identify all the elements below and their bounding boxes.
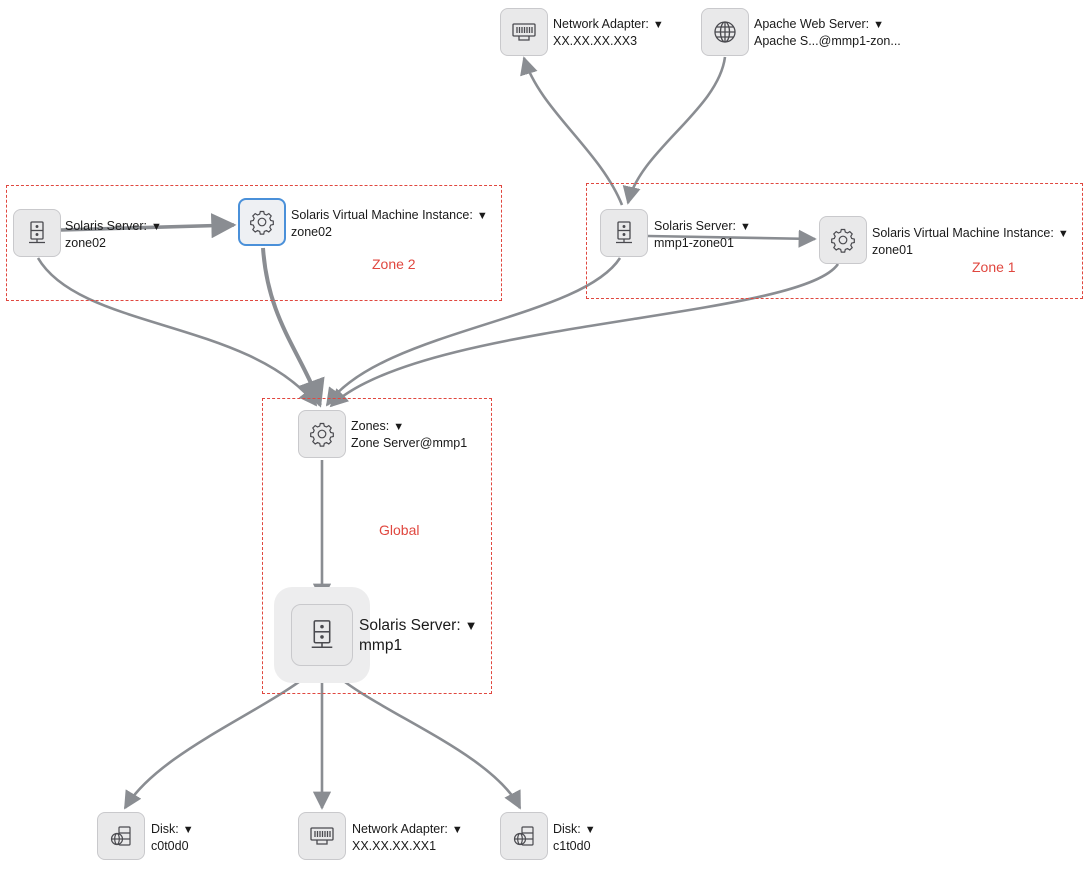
network-adapter-bottom-label[interactable]: Network Adapter:▼ XX.XX.XX.XX1	[352, 821, 463, 854]
network-adapter-icon	[512, 23, 536, 41]
network-adapter-icon	[310, 827, 334, 845]
dropdown-arrow-icon[interactable]: ▼	[182, 824, 194, 836]
gear-icon	[310, 422, 334, 447]
node-type: Solaris Server:	[359, 617, 461, 634]
global-zone-label: Global	[379, 522, 420, 538]
node-type: Solaris Virtual Machine Instance:	[291, 208, 473, 222]
solaris-server-mmp1-node[interactable]	[291, 604, 353, 666]
edge-mmp1-to-disk-c0	[123, 666, 319, 810]
svm-zone02-node[interactable]	[238, 198, 286, 246]
solaris-server-zone01-node[interactable]	[600, 209, 648, 257]
zones-label[interactable]: Zones:▼ Zone Server@mmp1	[351, 418, 467, 451]
apache-web-server-node[interactable]	[701, 8, 749, 56]
node-name: zone02	[291, 225, 333, 239]
edge-zone01-to-network-adapter-top	[520, 56, 624, 206]
zone-1-box	[586, 183, 1083, 299]
gear-icon	[250, 210, 274, 235]
edge-zone02-to-svm-zone02	[60, 213, 237, 239]
node-type: Disk:	[553, 822, 581, 836]
disk-c1t0d0-node[interactable]	[500, 812, 548, 860]
edge-mmp1-to-disk-c1	[326, 666, 522, 810]
dropdown-arrow-icon[interactable]: ▼	[873, 19, 884, 31]
dropdown-arrow-icon[interactable]: ▼	[150, 221, 162, 233]
zone-1-label: Zone 1	[972, 259, 1016, 275]
node-name: XX.XX.XX.XX1	[352, 839, 437, 853]
disk-c1t0d0-label[interactable]: Disk:▼ c1t0d0	[553, 821, 596, 854]
node-name: c1t0d0	[553, 839, 591, 853]
disk-icon	[513, 826, 534, 846]
dropdown-arrow-icon[interactable]: ▼	[476, 210, 488, 222]
edge-apache-to-zone01	[622, 56, 727, 205]
node-name: mmp1-zone01	[654, 236, 734, 250]
solaris-server-zone02-node[interactable]	[13, 209, 61, 257]
dropdown-arrow-icon[interactable]: ▼	[652, 19, 664, 31]
dropdown-arrow-icon[interactable]: ▼	[393, 421, 405, 433]
server-icon	[311, 620, 333, 648]
dropdown-arrow-icon[interactable]: ▼	[1057, 228, 1069, 240]
disk-icon	[110, 826, 131, 846]
dropdown-arrow-icon[interactable]: ▼	[584, 824, 596, 836]
zone-2-box	[6, 185, 502, 301]
solaris-server-zone01-label[interactable]: Solaris Server:▼ mmp1-zone01	[654, 218, 751, 251]
node-name: Apache S...@mmp1-zon...	[754, 34, 901, 48]
node-type: Network Adapter:	[553, 17, 649, 31]
node-type: Apache Web Server:	[754, 17, 870, 31]
edge-zone01-to-svm-zone01	[647, 229, 817, 248]
zone-2-label: Zone 2	[372, 256, 416, 272]
svm-zone01-label[interactable]: Solaris Virtual Machine Instance:▼ zone0…	[872, 225, 1069, 258]
network-adapter-top-label[interactable]: Network Adapter:▼ XX.XX.XX.XX3	[553, 16, 664, 49]
globe-icon	[714, 21, 736, 43]
global-zone-box	[262, 398, 492, 694]
node-type: Disk:	[151, 822, 179, 836]
server-icon	[29, 221, 45, 244]
solaris-server-zone02-label[interactable]: Solaris Server:▼ zone02	[65, 218, 162, 251]
dropdown-arrow-icon[interactable]: ▼	[451, 824, 463, 836]
gear-icon	[831, 228, 855, 253]
node-type: Solaris Server:	[65, 219, 147, 233]
svm-zone01-node[interactable]	[819, 216, 867, 264]
edge-svm-zone02-to-zones	[261, 247, 325, 408]
dropdown-arrow-icon[interactable]: ▼	[739, 221, 751, 233]
network-adapter-top-node[interactable]	[500, 8, 548, 56]
edge-zone01-to-zones	[325, 257, 622, 407]
node-type: Solaris Server:	[654, 219, 736, 233]
node-type: Zones:	[351, 419, 390, 433]
solaris-server-mmp1-label[interactable]: Solaris Server:▼ mmp1	[359, 616, 478, 656]
edge-svm-zone01-to-zones	[329, 263, 840, 408]
server-icon	[616, 221, 632, 244]
node-name: XX.XX.XX.XX3	[553, 34, 638, 48]
network-adapter-bottom-node[interactable]	[298, 812, 346, 860]
disk-c0t0d0-node[interactable]	[97, 812, 145, 860]
node-name: zone02	[65, 236, 107, 250]
node-name: mmp1	[359, 637, 403, 654]
node-name: Zone Server@mmp1	[351, 436, 468, 450]
node-type: Solaris Virtual Machine Instance:	[872, 226, 1054, 240]
apache-web-server-label[interactable]: Apache Web Server:▼ Apache S...@mmp1-zon…	[754, 16, 901, 49]
svm-zone02-label[interactable]: Solaris Virtual Machine Instance:▼ zone0…	[291, 207, 488, 240]
node-name: zone01	[872, 243, 914, 257]
zones-node[interactable]	[298, 410, 346, 458]
dropdown-arrow-icon[interactable]: ▼	[464, 618, 478, 633]
disk-c0t0d0-label[interactable]: Disk:▼ c0t0d0	[151, 821, 194, 854]
node-type: Network Adapter:	[352, 822, 448, 836]
node-name: c0t0d0	[151, 839, 189, 853]
edge-zone02-to-zones	[36, 257, 318, 407]
